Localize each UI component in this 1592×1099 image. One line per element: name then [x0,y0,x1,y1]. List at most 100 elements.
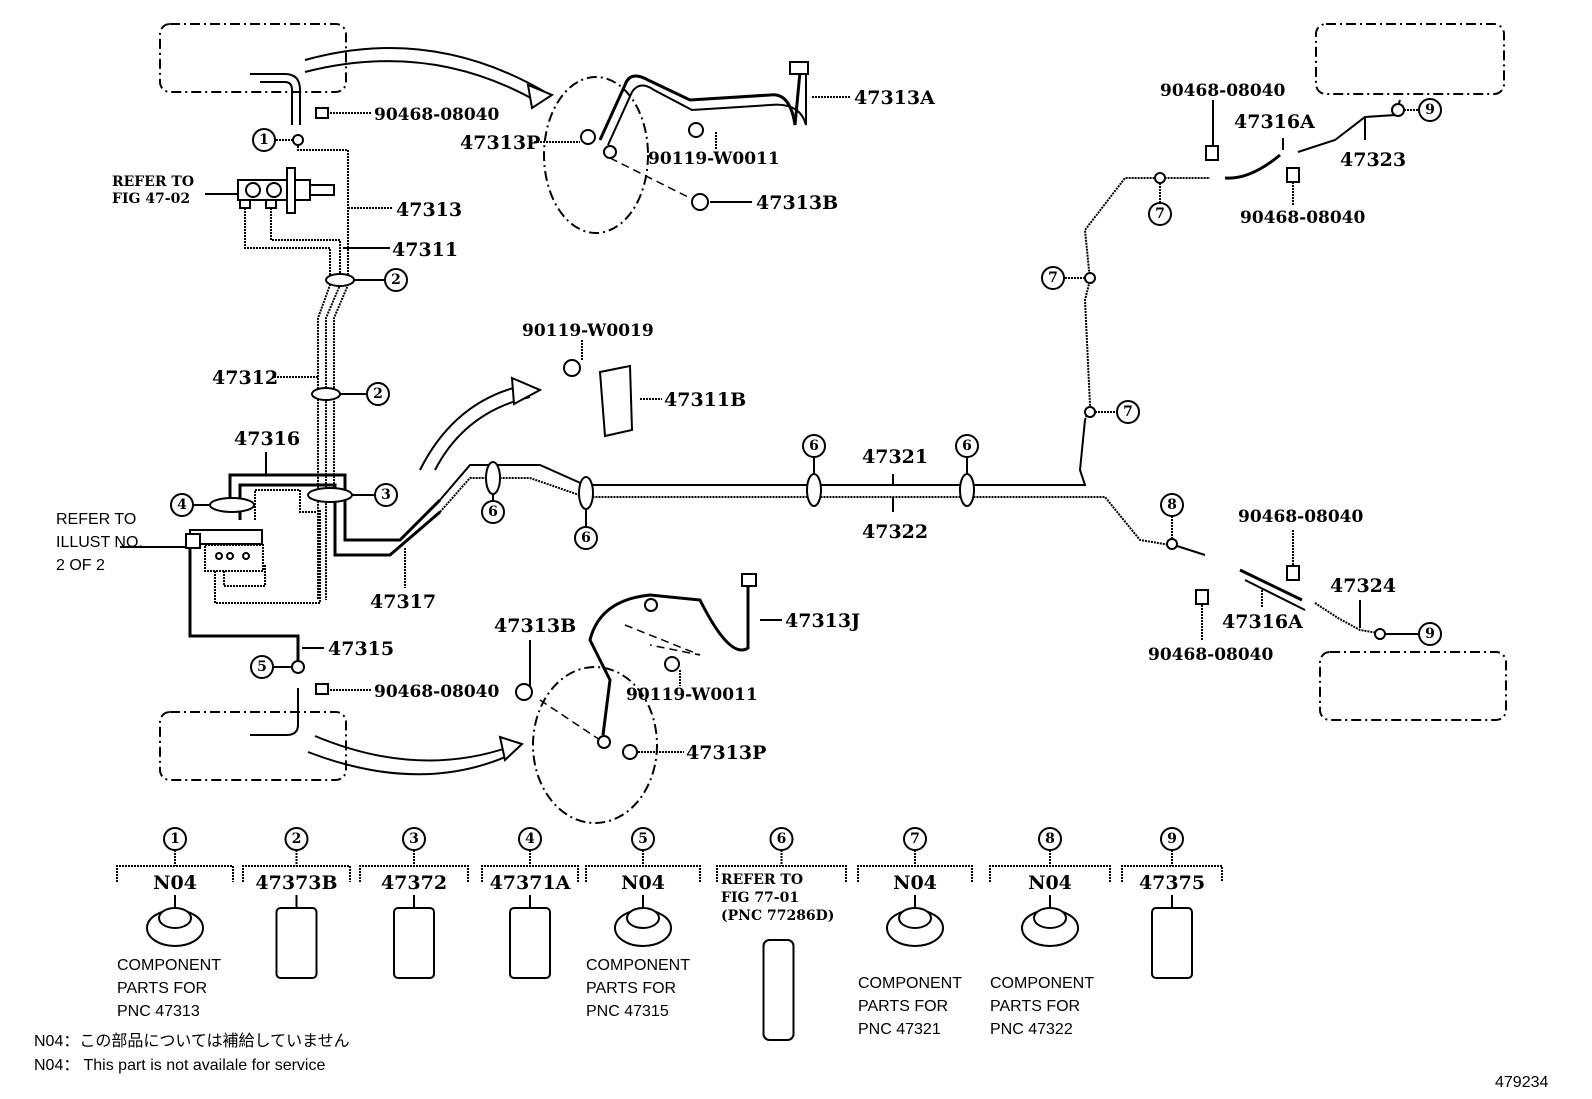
legend-bracket [242,850,351,882]
tube-47322-end [1176,545,1206,556]
clamp-6 [959,473,975,507]
legend-bracket [716,850,847,882]
callout-number: 2 [391,272,401,288]
component-note: PARTS FOR [586,980,676,997]
part-code: 47371A [490,872,571,894]
part-label: 90119-W0019 [522,321,654,341]
part-label: 47316A [1222,611,1303,633]
callout-number: 4 [177,497,187,513]
reference-box-bottom-right [1319,651,1507,721]
arrow-curve-mid-inner [434,396,531,471]
clamp-2-upper [325,273,355,287]
hose-47313A [598,71,802,141]
refer-note: REFER TO [721,872,803,888]
component-note: PARTS FOR [117,980,207,997]
callout-number: 8 [1045,831,1055,847]
port [266,182,282,198]
reference-box-top-left [159,23,347,93]
callout-number: 9 [1167,831,1177,847]
part-label: 47313P [460,132,540,154]
part-label: 47323 [1340,149,1406,171]
component-note: COMPONENT [990,975,1094,992]
detail-circle-bottom [532,666,658,824]
part-label: 47316A [1234,111,1315,133]
part-label: 47313P [686,742,766,764]
tube-bundle [317,275,331,600]
legend-bracket [116,850,234,882]
tube-47324 [1314,602,1379,634]
clamp-6 [578,476,594,510]
pushrod [309,184,335,196]
tube-loop [223,565,266,587]
legend-bracket [857,850,973,882]
callout-number: 9 [1425,626,1435,642]
actuator-body [204,544,264,572]
clip-icon [1205,145,1219,161]
callout-number: 2 [292,831,302,847]
callout-7-b: 7 [1041,266,1085,290]
note-japanese: N04：この部品については補給していません [34,1032,350,1050]
clip-7 [1084,272,1096,284]
part-code: 47373B [255,872,337,894]
bolt-47313B [515,683,533,701]
part-label: 47313 [396,199,462,221]
component-note: PARTS FOR [858,998,948,1015]
callout-6-a: 6 [481,494,505,524]
clip-icon [1195,589,1209,605]
flange [286,167,296,214]
part-label: 47321 [862,446,928,468]
clip-icon [315,683,329,695]
hose-outline [607,72,807,146]
bolt-90119 [688,122,704,138]
refer-note: REFER TO [56,511,136,528]
clip-illustration [275,907,318,979]
callout-number: 3 [381,487,391,503]
tube-bundle [333,275,349,500]
callout-9-a: 9 [1404,98,1442,122]
callout-number: 6 [581,530,591,546]
legend-bracket [989,850,1111,882]
assembly-line [539,699,601,741]
tube-47321-rear [1083,177,1210,421]
clip-7 [1084,406,1096,418]
tube-47316 [228,473,442,542]
hose-outline [1244,579,1306,611]
arrow-head-top [526,83,555,110]
tube-47321 [439,419,1087,501]
callout-2-lower: 2 [340,382,390,406]
callout-number: 3 [409,831,419,847]
part-label: 90468-08040 [374,682,500,702]
grommet-top [158,907,192,929]
clip-illustration [1151,907,1193,979]
component-note: COMPONENT [586,957,690,974]
callout-number: 1 [170,831,180,847]
reference-box-top-right [1315,23,1505,95]
part-label: 47313A [854,87,935,109]
callout-number: 9 [1425,102,1435,118]
tube-47322 [439,477,1171,546]
refer-note: 2 OF 2 [56,557,105,574]
callout-8: 8 [1160,493,1184,538]
part-code: N04 [893,872,937,894]
grommet-top [626,907,660,929]
clip-icon [1286,565,1300,581]
part-code: 47375 [1139,872,1205,894]
refer-note: (PNC 77286D) [721,908,834,924]
legend-item-2: 2 47373B [242,827,351,979]
clamp-6 [806,473,822,507]
callout-number: 7 [1048,270,1058,286]
hose-bracket [603,145,617,159]
hose-47313J [588,585,750,736]
callout-6-c: 6 [802,434,826,474]
callout-4: 4 [170,493,210,517]
callout-number: 6 [777,831,787,847]
clip-7 [1154,172,1166,184]
tube-47311-a [244,208,331,275]
part-code: N04 [621,872,665,894]
callout-number: 6 [488,504,498,520]
bolt-90119-w0019 [563,359,581,377]
clip-illustration [393,907,435,979]
arrow-curve-mid [419,384,526,471]
